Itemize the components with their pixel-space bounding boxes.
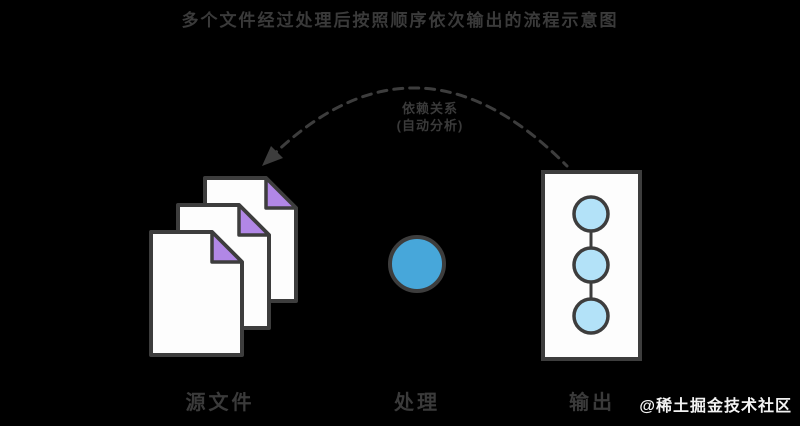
output-box [541, 170, 642, 361]
output-label: 输出 [569, 392, 615, 414]
process-label: 处理 [394, 392, 440, 414]
arc-label-line2: (自动分析) [396, 118, 464, 133]
chain-node-icon [572, 246, 610, 284]
dependency-arc [268, 86, 569, 168]
arc-label: 依赖关系 (自动分析) [330, 100, 530, 134]
arc-arrowhead-icon [262, 146, 283, 166]
chain-node-icon [572, 297, 610, 335]
arc-label-line1: 依赖关系 [401, 101, 458, 116]
diagram-title: 多个文件经过处理后按照顺序依次输出的流程示意图 [181, 11, 619, 30]
chain-node-icon [572, 195, 610, 233]
documents-label: 源文件 [185, 392, 255, 414]
process-circle [388, 235, 446, 293]
document-stack [149, 176, 298, 357]
watermark: @稀土掘金技术社区 [639, 398, 792, 415]
document-icon [149, 230, 244, 357]
